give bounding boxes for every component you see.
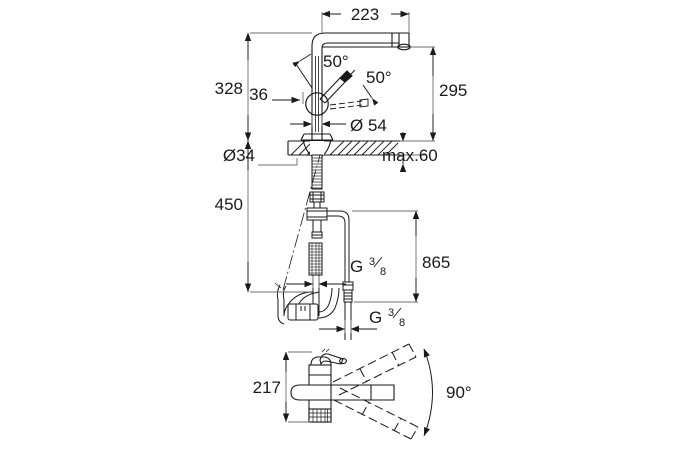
svg-text:3: 3	[369, 256, 375, 268]
hatch-lines	[290, 140, 399, 156]
label-inlet-thread-lower: G 3 8	[369, 307, 405, 329]
svg-text:G: G	[369, 308, 382, 327]
label-hole-diameter: Ø34	[223, 146, 255, 165]
svg-text:8: 8	[399, 317, 405, 329]
label-lever-offset: 36	[249, 85, 268, 104]
plan-view-geometry	[290, 343, 419, 440]
label-plan-body-height: 217	[253, 378, 281, 397]
svg-text:G: G	[350, 257, 363, 276]
label-spout-reach: 223	[351, 5, 379, 24]
label-lever-angle-top: 50°	[323, 52, 349, 71]
below-counter-assembly	[276, 154, 354, 340]
label-inlet-thread-upper: G 3 8	[350, 256, 386, 278]
svg-text:3: 3	[388, 307, 394, 319]
label-lever-angle-side: 50°	[366, 68, 392, 87]
label-height-above-counter: 328	[215, 79, 243, 98]
braided-hose-texture	[309, 243, 322, 275]
dimension-lines-elevation	[244, 10, 437, 333]
label-body-diameter: Ø 54	[350, 116, 387, 135]
swivel-position-lower	[333, 387, 419, 440]
label-swivel-range: 90°	[446, 383, 472, 402]
label-height-below-counter: 450	[215, 195, 243, 214]
countertop-section	[287, 140, 400, 156]
svg-text:8: 8	[380, 266, 386, 278]
swivel-position-upper	[332, 343, 417, 396]
label-counter-thickness: max.60	[382, 146, 438, 165]
label-hose-length: 865	[422, 253, 450, 272]
dimension-labels: 223 328 450 295 max.60 Ø 54 Ø34 36 50° 5…	[215, 5, 472, 402]
extraction-centreline	[282, 154, 321, 291]
label-spout-height: 295	[439, 81, 467, 100]
dimension-lines-plan	[282, 348, 433, 437]
